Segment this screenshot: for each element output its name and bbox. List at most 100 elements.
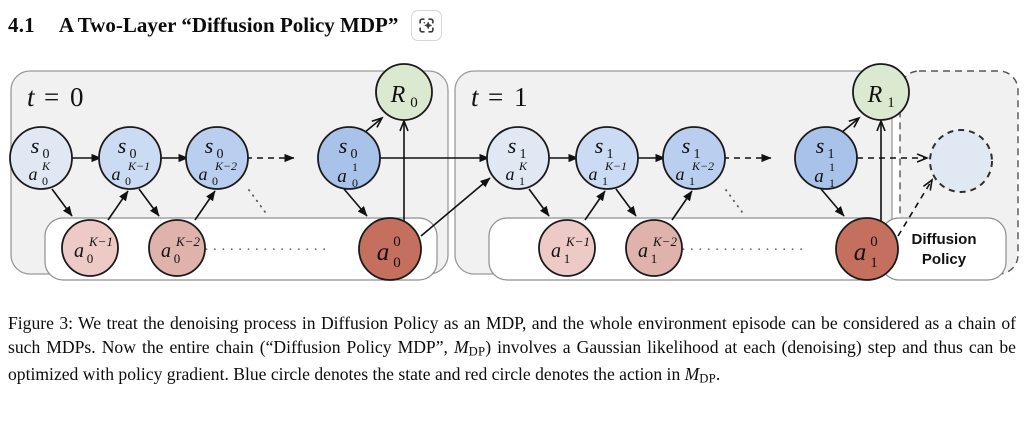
arrow-s1K-to-a1K1 [528,188,550,217]
svg-text:1: 1 [352,160,358,174]
action-node-a0-K2[interactable]: a 0 K−2 [148,219,206,277]
action-node-a1-K2[interactable]: a 1 K−2 [625,219,683,277]
svg-text:1: 1 [519,174,525,188]
caption-text-1: We treat the denoising process in Diffus… [8,313,1016,357]
svg-text:K−2: K−2 [652,234,677,249]
caption-text-2: ) involves a Gaussian likelihood at each… [8,336,1016,385]
section-number: 4.1 [8,12,35,37]
svg-text:1: 1 [828,147,835,162]
svg-text:R: R [867,82,883,108]
caption-label: Figure 3: [8,313,73,333]
svg-text:s: s [682,133,691,158]
svg-text:1: 1 [602,174,608,188]
arrow-a0K2-to-s0K2 [194,190,216,221]
svg-text:1: 1 [694,147,701,162]
svg-text:K−1: K−1 [127,159,150,173]
arrow-s11-to-a10 [820,188,845,217]
svg-text:t: t [471,82,480,112]
figure-diagram: t = 0 t = 1 [0,58,1024,303]
svg-text:a: a [506,164,515,184]
svg-text:0: 0 [174,251,181,266]
state-node-s1-K1[interactable]: s 1 a 1 K−1 [575,126,639,190]
svg-text:1: 1 [689,174,695,188]
svg-text:1: 1 [607,147,614,162]
svg-text:a: a [337,166,347,187]
state-node-s0-K[interactable]: s 0 a 0 K [9,126,73,190]
svg-text:t: t [27,82,36,112]
svg-text:a: a [676,164,685,184]
action-bar-diffusion-policy [880,217,1007,281]
diffusion-policy-label-line2: Policy [922,251,967,268]
caption-math-2: M [684,364,700,385]
svg-text:0: 0 [870,234,878,250]
action-node-a1-0[interactable]: a 1 0 [835,217,899,281]
svg-text:R: R [390,82,406,108]
caption-math-1: M [453,336,469,357]
svg-text:K−1: K−1 [565,234,590,249]
state-node-s0-K2[interactable]: s 0 a 0 K−2 [185,126,249,190]
svg-text:0: 0 [70,82,84,112]
svg-text:1: 1 [520,147,527,162]
svg-text:=: = [44,82,59,112]
action-node-a0-K1[interactable]: a 0 K−1 [61,219,119,277]
svg-text:K−1: K−1 [88,234,113,249]
svg-text:a: a [551,240,561,262]
action-ellipsis-t1: ··············· [681,242,807,258]
svg-text:K: K [518,159,528,173]
svg-text:s: s [508,133,517,158]
svg-text:s: s [595,133,604,158]
svg-text:1: 1 [514,82,528,112]
svg-text:K: K [41,159,51,173]
svg-text:a: a [161,240,171,262]
svg-text:a: a [814,166,824,187]
svg-text:1: 1 [887,95,895,111]
svg-text:s: s [118,133,127,158]
caption-math-1-sub: DP [468,343,486,358]
dots-skip-t1 [725,189,746,217]
page-title: A Two-Layer “Diffusion Policy MDP” [58,12,399,37]
arrow-s1K1-to-a1K2 [615,188,637,217]
arrow-a1K2-to-s1K2 [671,190,693,221]
ai-sparkle-scan-icon[interactable] [411,9,443,41]
reward-node-R1[interactable]: R 1 [852,63,910,121]
svg-text:a: a [377,239,390,266]
svg-text:0: 0 [212,174,218,188]
panel-t1-label: t = 1 [471,82,528,112]
svg-text:0: 0 [410,95,418,111]
svg-text:a: a [29,164,38,184]
svg-text:1: 1 [870,255,878,271]
svg-text:=: = [488,82,503,112]
arrow-s01-to-a00 [343,188,368,217]
action-node-a1-K1[interactable]: a 1 K−1 [538,219,596,277]
svg-text:s: s [816,133,825,158]
svg-text:a: a [854,239,867,266]
dots-skip-t0 [248,189,269,217]
svg-text:0: 0 [87,251,94,266]
svg-text:a: a [638,240,648,262]
svg-text:1: 1 [829,160,835,174]
state-node-s1-K2[interactable]: s 1 a 1 K−2 [662,126,726,190]
arrow-a1K1-to-s1K1 [584,190,606,221]
svg-text:a: a [112,164,121,184]
diffusion-policy-label-line1: Diffusion [912,231,977,248]
state-node-s0-K1[interactable]: s 0 a 0 K−1 [98,126,162,190]
action-node-a0-0[interactable]: a 0 0 [358,217,422,281]
panel-t0-label: t = 0 [27,82,84,112]
svg-text:s: s [205,133,214,158]
svg-text:1: 1 [564,251,571,266]
arrow-a0K1-to-s0K1 [107,190,129,221]
svg-text:1: 1 [651,251,658,266]
state-node-s0-1[interactable]: s 0 a 0 1 [317,126,381,190]
ghost-state-node [929,129,993,193]
state-node-s1-K[interactable]: s 1 a 1 K [486,126,550,190]
figure-caption: Figure 3: We treat the denoising process… [8,312,1016,391]
svg-text:K−2: K−2 [214,159,237,173]
svg-text:a: a [199,164,208,184]
arrow-s0K-to-a0K1 [51,188,73,217]
reward-node-R0[interactable]: R 0 [375,63,433,121]
svg-text:s: s [31,133,40,158]
section-heading: 4.1 A Two-Layer “Diffusion Policy MDP” [8,4,1016,46]
svg-text:K−1: K−1 [604,159,627,173]
state-node-s1-1[interactable]: s 1 a 1 1 [794,126,858,190]
